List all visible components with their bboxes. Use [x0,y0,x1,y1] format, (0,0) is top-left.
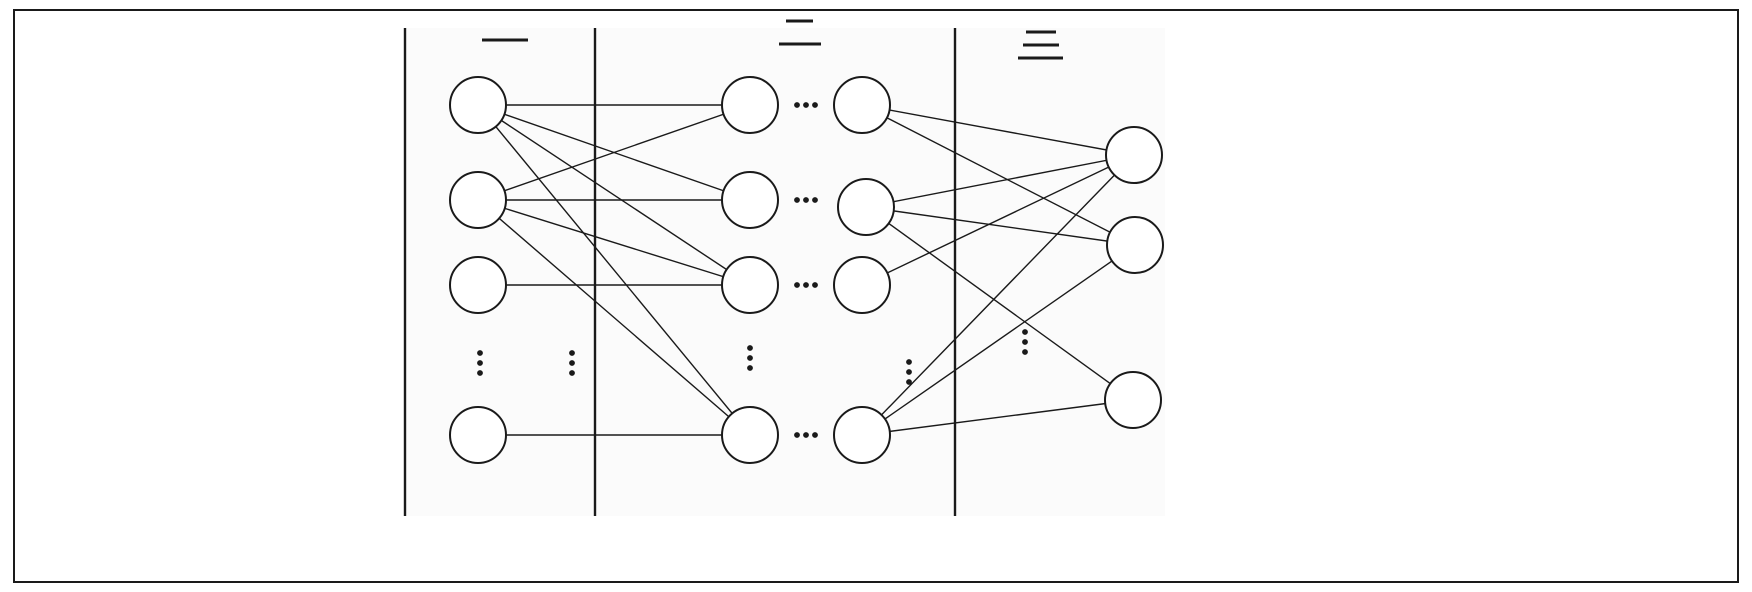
neuron-L2 [449,171,507,229]
edge-N2-R2 [865,206,1136,246]
neuron-N1 [833,76,891,134]
vertical-ellipsis-5-dot-2 [1022,339,1028,345]
vertical-ellipsis-2-dot-1 [569,350,575,356]
figure-border [13,9,1739,583]
horizontal-ellipsis-2-dot-2 [803,197,809,203]
vertical-ellipsis-3-dot-3 [747,365,753,371]
neuron-R3 [1104,371,1162,429]
edge-N4-R1 [861,154,1135,436]
horizontal-ellipsis-4-dot-2 [803,432,809,438]
edge-N2-R1 [865,154,1135,208]
vertical-ellipsis-2-dot-3 [569,370,575,376]
edge-L1-M4 [477,104,751,436]
edge-L2-M4 [477,199,751,436]
edge-N4-R2 [861,244,1136,436]
edge-N1-R2 [861,104,1136,246]
horizontal-ellipsis-3-dot-2 [803,282,809,288]
edge-L2-M1 [477,104,751,201]
horizontal-ellipsis-2-dot-1 [794,197,800,203]
neuron-R1 [1105,126,1163,184]
edge-N2-R3 [865,206,1134,401]
horizontal-ellipsis-4-dot-1 [794,432,800,438]
neuron-M4 [721,406,779,464]
neuron-M1 [721,76,779,134]
neuron-L3 [449,256,507,314]
edge-L1-M3 [477,104,751,286]
neuron-R2 [1106,216,1164,274]
vertical-ellipsis-4-dot-2 [906,369,912,375]
neuron-L4 [449,406,507,464]
horizontal-ellipsis-3-dot-1 [794,282,800,288]
horizontal-ellipsis-1-dot-3 [812,102,818,108]
vertical-ellipsis-1-dot-2 [477,360,483,366]
horizontal-ellipsis-1-dot-1 [794,102,800,108]
neuron-M2 [721,171,779,229]
vertical-ellipsis-5-dot-1 [1022,329,1028,335]
neuron-N4 [833,406,891,464]
horizontal-ellipsis-1-dot-2 [803,102,809,108]
vertical-ellipsis-5-dot-3 [1022,349,1028,355]
vertical-ellipsis-3-dot-1 [747,345,753,351]
vertical-ellipsis-4-dot-1 [906,359,912,365]
vertical-ellipsis-1-dot-1 [477,350,483,356]
edge-N4-R3 [861,399,1134,436]
vertical-ellipsis-3-dot-2 [747,355,753,361]
edge-L2-M3 [477,199,751,286]
neuron-N3 [833,256,891,314]
vertical-ellipsis-4-dot-3 [906,379,912,385]
neuron-M3 [721,256,779,314]
vertical-ellipsis-2-dot-2 [569,360,575,366]
horizontal-ellipsis-2-dot-3 [812,197,818,203]
horizontal-ellipsis-4-dot-3 [812,432,818,438]
edge-N1-R1 [861,104,1135,156]
vertical-ellipsis-1-dot-3 [477,370,483,376]
neuron-L1 [449,76,507,134]
horizontal-ellipsis-3-dot-3 [812,282,818,288]
edge-N3-R1 [861,154,1135,286]
neuron-N2 [837,178,895,236]
diagram-panel [405,28,1165,516]
